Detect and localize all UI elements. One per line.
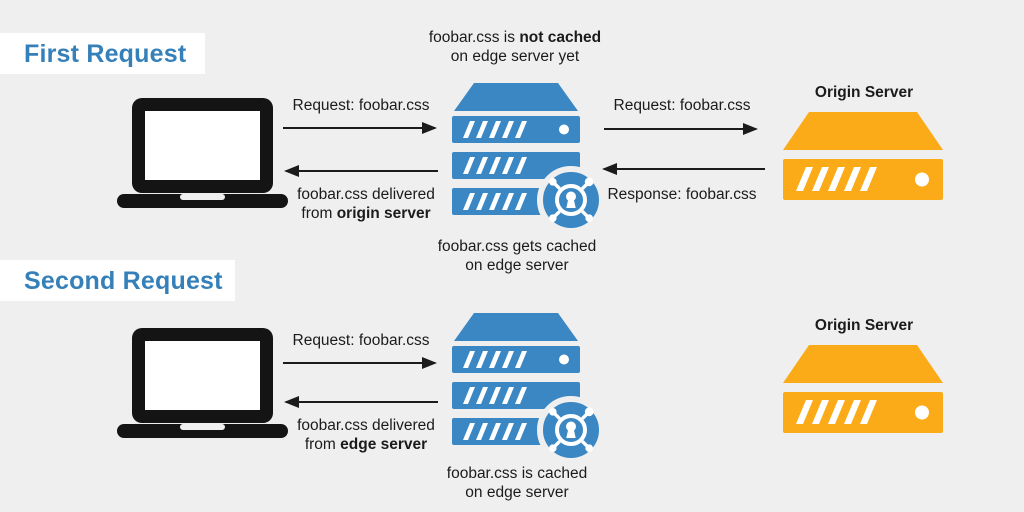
arrow-edge-to-origin [604, 123, 758, 135]
request-to-edge-label: Request: foobar.css [292, 97, 430, 114]
laptop-icon [117, 98, 288, 208]
arrow-edge-to-client [284, 396, 438, 408]
request-to-edge-label: Request: foobar.css [292, 332, 430, 349]
edge-is-cached-note: foobar.css is cached on edge server [446, 465, 588, 501]
edge-server-icon [452, 313, 605, 464]
second-request-heading: Second Request [24, 267, 223, 295]
arrow-client-to-edge [283, 122, 437, 134]
cdn-lock-badge-icon [537, 396, 605, 464]
delivered-from-edge-note: foobar.css delivered from edge server [297, 417, 435, 453]
cdn-lock-badge-icon [537, 166, 605, 234]
laptop-icon [117, 328, 288, 438]
origin-server-icon [783, 112, 943, 200]
request-to-origin-label: Request: foobar.css [613, 97, 751, 114]
origin-server-label: Origin Server [814, 84, 914, 101]
first-request-heading-band [0, 33, 205, 74]
edge-server-icon [452, 83, 605, 234]
delivered-from-origin-note: foobar.css delivered from origin server [297, 186, 435, 222]
second-request-heading-band [0, 260, 235, 301]
edge-gets-cached-note: foobar.css gets cached on edge server [437, 238, 597, 274]
edge-not-cached-note: foobar.css is not cached on edge server … [428, 29, 602, 65]
origin-server-label: Origin Server [814, 317, 914, 334]
origin-server-icon [783, 345, 943, 433]
arrow-edge-to-client [284, 165, 438, 177]
arrow-client-to-edge [283, 357, 437, 369]
first-request-heading: First Request [24, 40, 187, 68]
response-from-origin-label: Response: foobar.css [607, 186, 757, 203]
arrow-origin-to-edge [602, 163, 765, 175]
